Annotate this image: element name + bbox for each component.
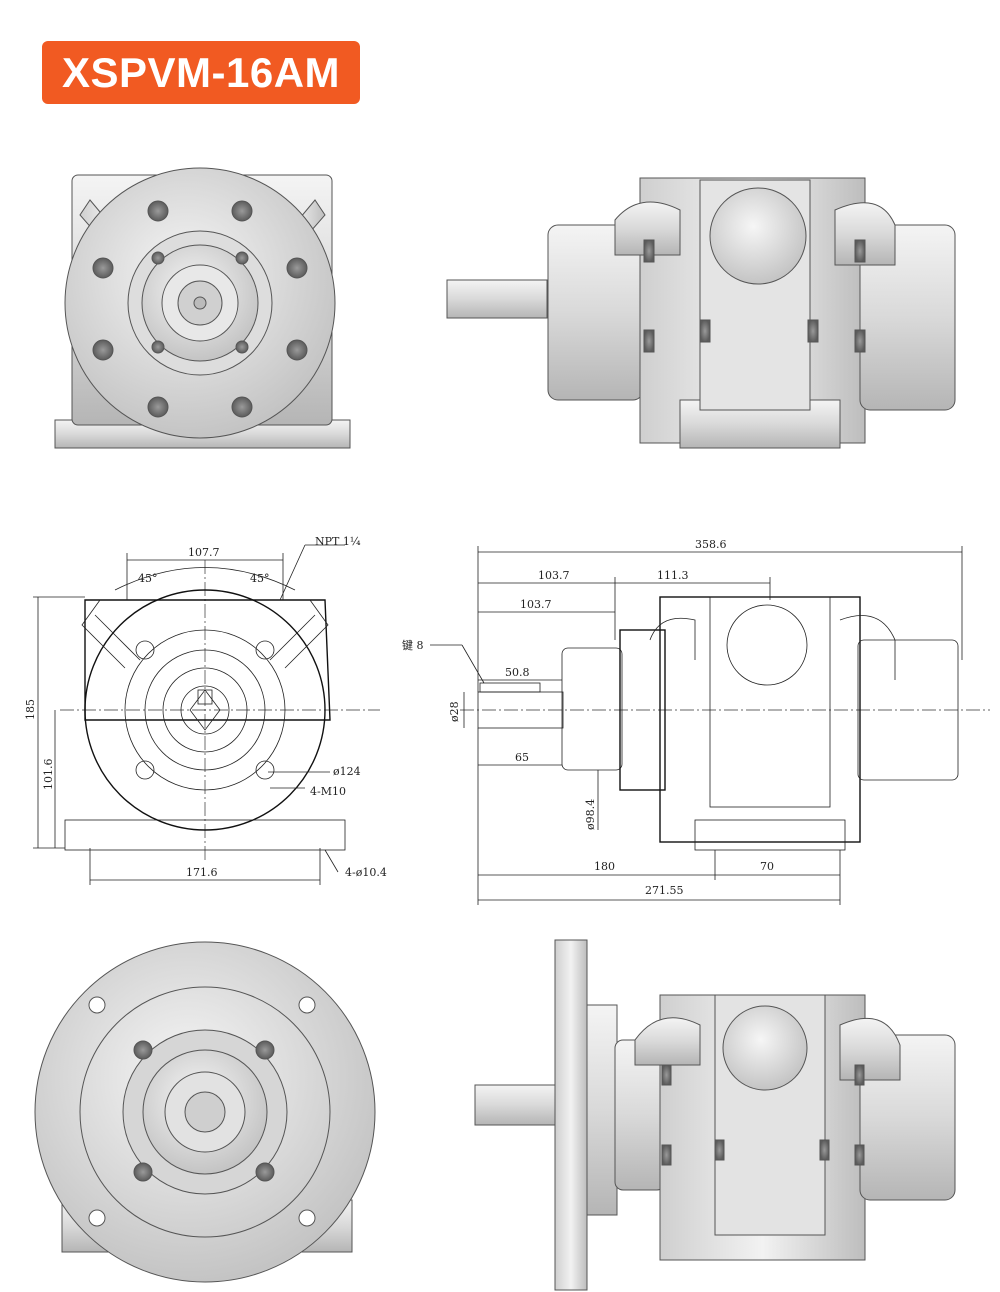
dim-base-a: 180 <box>594 860 615 873</box>
dim-base-width: 171.6 <box>186 866 218 879</box>
flange-side-render <box>474 939 956 1291</box>
label-base-holes: 4-ø10.4 <box>345 866 387 879</box>
dim-flange-dia: ø124 <box>333 765 361 778</box>
dim-d1: 103.7 <box>538 569 570 582</box>
dim-angle-left: 45° <box>138 572 158 585</box>
side-view-render <box>446 177 956 449</box>
dim-width-top: 107.7 <box>188 546 220 559</box>
dim-d2: 111.3 <box>657 569 689 582</box>
dim-base-b: 70 <box>760 860 774 873</box>
front-technical-drawing: 107.7 45° 45° NPT 1¼ 185 101.6 ø124 4-M1… <box>24 535 387 885</box>
front-view-render <box>54 167 351 449</box>
dim-shaft-len: 65 <box>515 751 529 764</box>
dim-pilot-dia: ø98.4 <box>584 799 597 830</box>
label-key: 键 8 <box>402 638 424 652</box>
dim-base-total: 271.55 <box>645 884 684 897</box>
dim-height-center: 101.6 <box>42 759 55 791</box>
label-bolts: 4-M10 <box>310 785 346 798</box>
dim-shaft-dia: ø28 <box>448 701 461 722</box>
flange-front-render <box>34 941 376 1283</box>
label-npt-port: NPT 1¼ <box>315 535 361 548</box>
dim-d3: 103.7 <box>520 598 552 611</box>
dim-key-len: 50.8 <box>505 666 530 679</box>
dim-angle-right: 45° <box>250 572 270 585</box>
dim-length-total: 358.6 <box>695 538 727 551</box>
model-title-badge: XSPVM-16AM <box>42 41 360 104</box>
side-technical-drawing: 358.6 103.7 111.3 103.7 键 8 50.8 ø28 65 … <box>402 538 990 905</box>
dim-height-total: 185 <box>24 699 37 720</box>
